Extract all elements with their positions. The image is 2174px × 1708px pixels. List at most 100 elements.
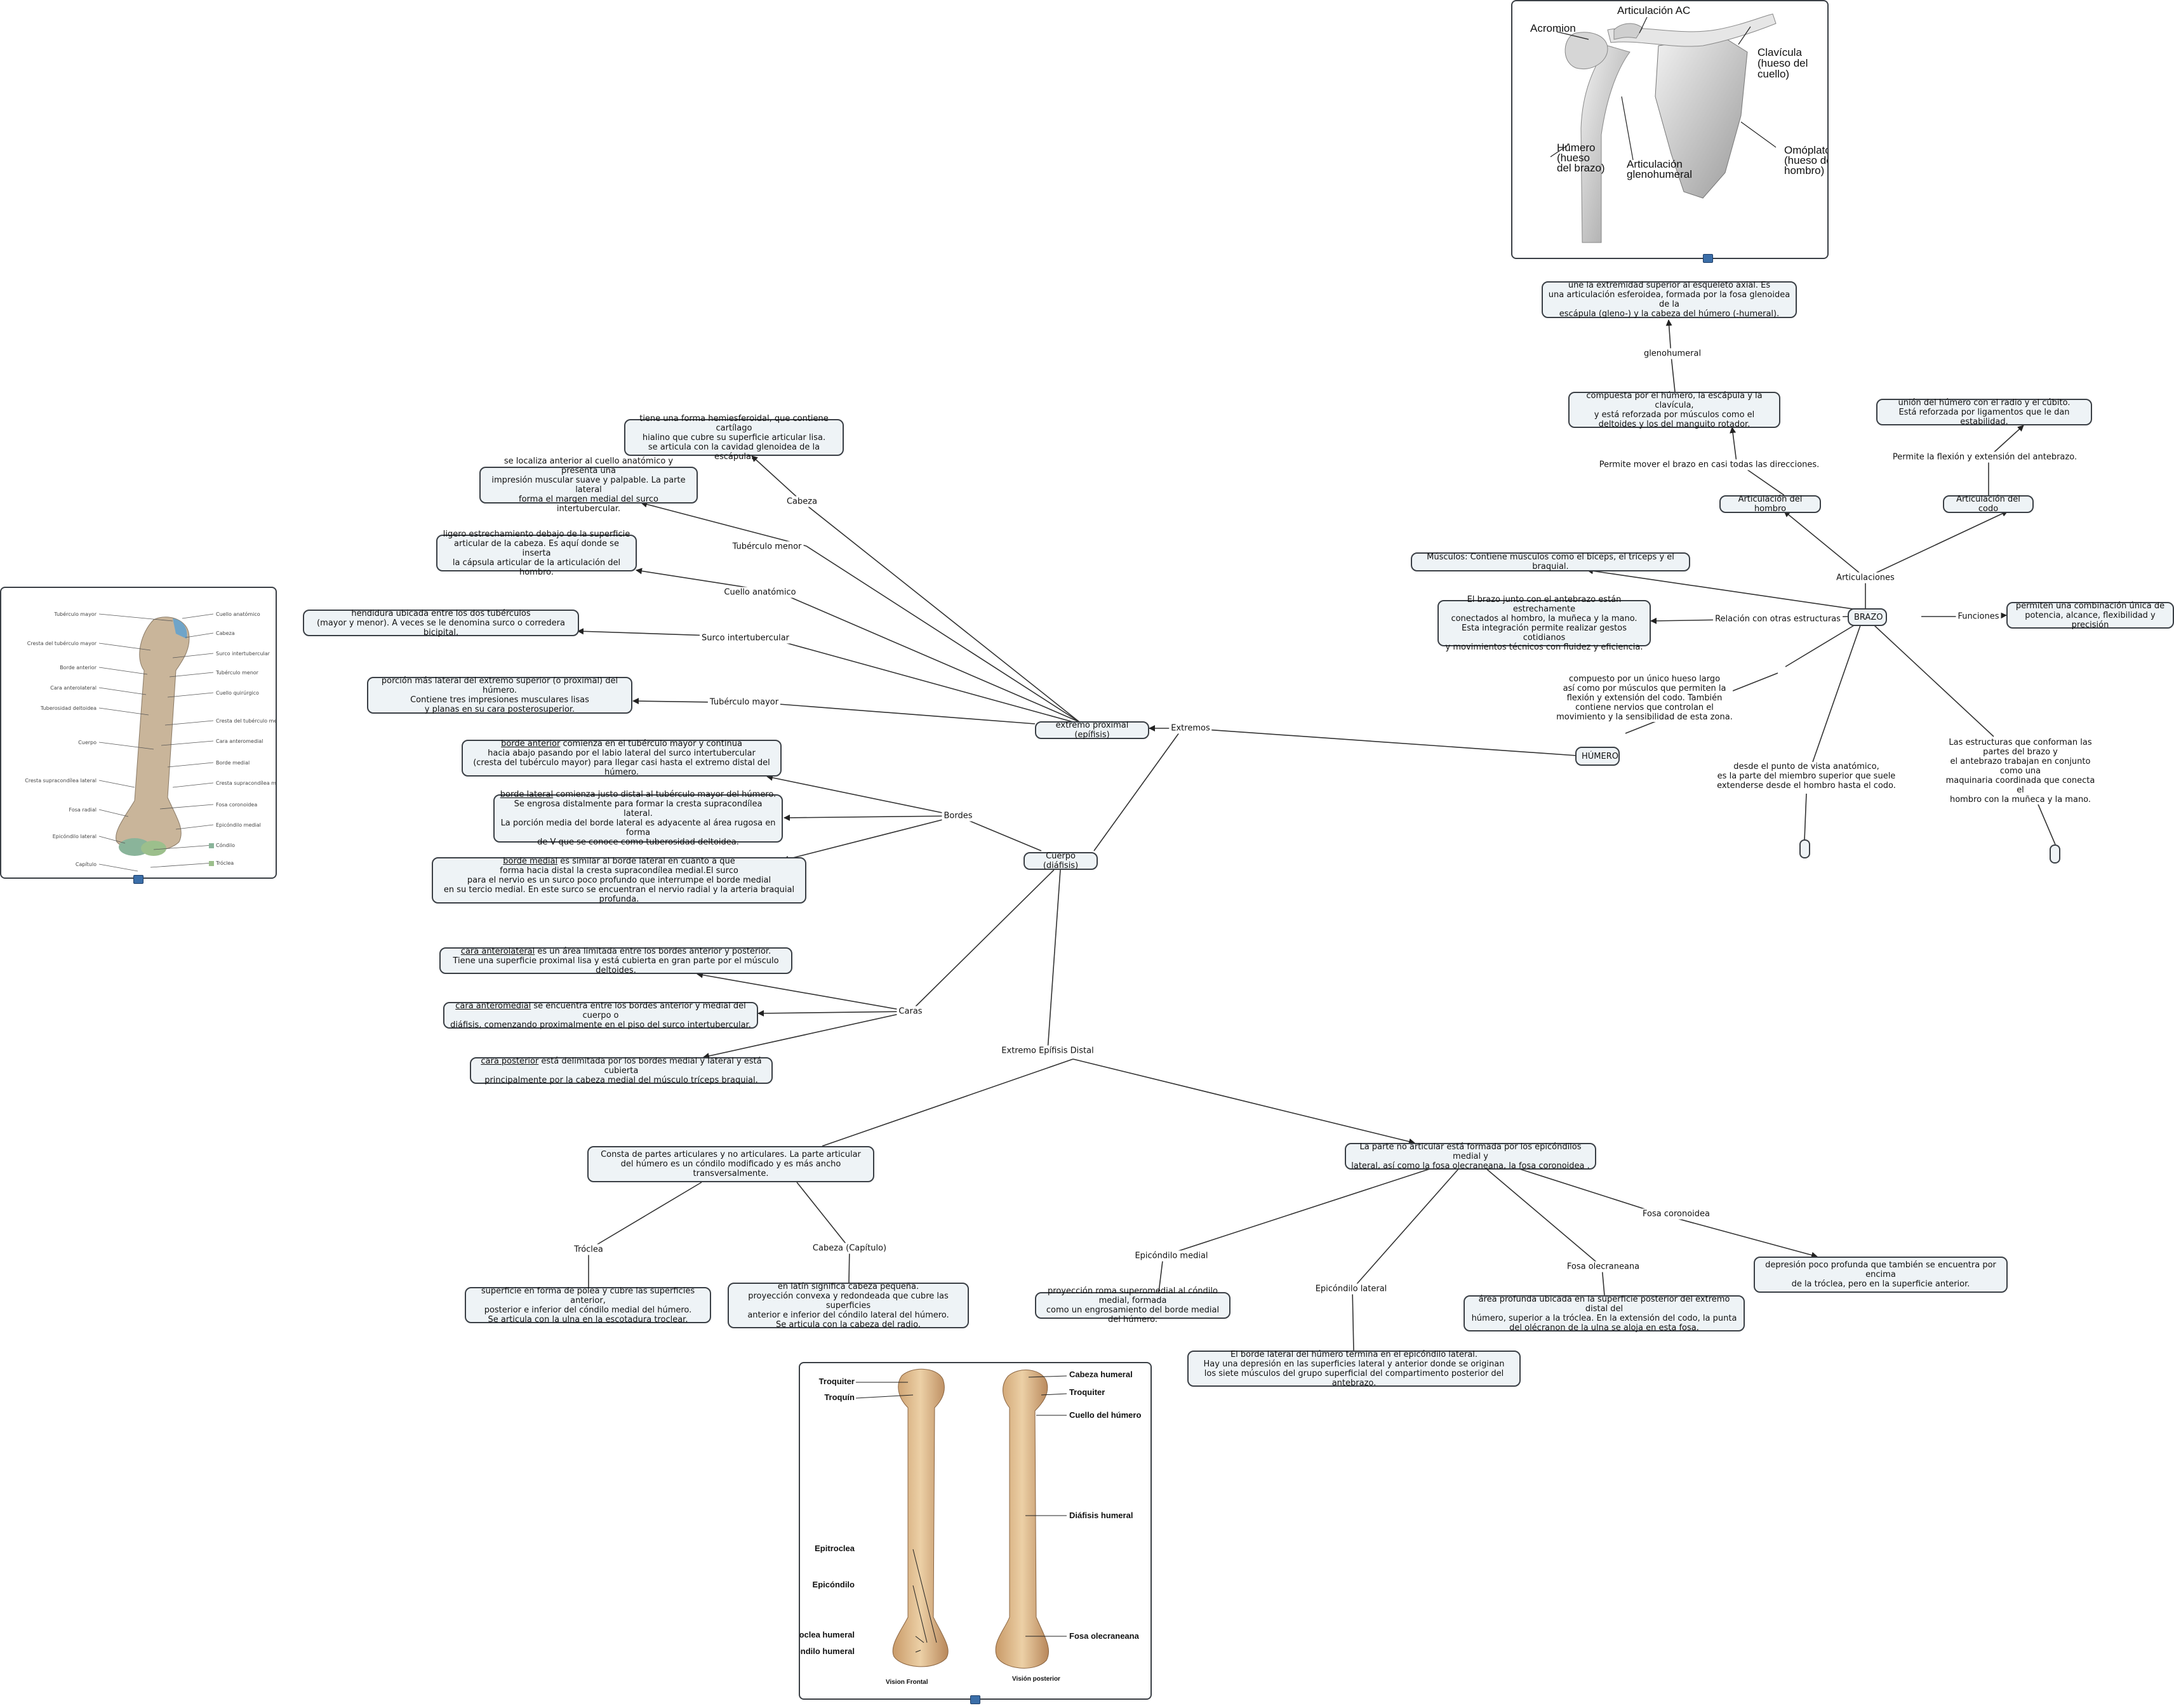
humerus-leader-left-2 bbox=[98, 667, 148, 675]
link-tuberculo-mayor: Tubérculo mayor bbox=[707, 697, 781, 708]
node-extremo-proximal[interactable]: extremo proximal (epífisis) bbox=[1035, 721, 1149, 740]
node-musculos[interactable]: Músculos: Contiene músculos como el bíce… bbox=[1411, 552, 1690, 571]
humerus-leader-right-1 bbox=[185, 632, 214, 638]
caption-front: Vision Frontal bbox=[886, 1679, 928, 1686]
link-fosa-olecraneana: Fosa olecraneana bbox=[1564, 1261, 1642, 1272]
link-epicondilo-medial: Epicóndilo medial bbox=[1133, 1250, 1210, 1262]
humerus-label-right-6: Cara anteromedial bbox=[216, 738, 263, 744]
node-cuerpo[interactable]: Cuerpo (diáfisis) bbox=[1024, 851, 1098, 871]
bone-label-right-3: Diáfisis humeral bbox=[1069, 1511, 1133, 1520]
node-glenohumeral-desc[interactable]: une la extremidad superior al esqueleto … bbox=[1542, 281, 1797, 319]
humerus-label-right-9: Fosa coronoidea bbox=[216, 802, 257, 808]
bone-label-right-0: Cabeza humeral bbox=[1069, 1370, 1133, 1379]
shoulder-label-acromion: Acromion bbox=[1530, 22, 1576, 34]
node-epicondilo-lateral-desc[interactable]: El borde lateral del húmero termina en e… bbox=[1187, 1350, 1521, 1388]
humerus-label-left-2: Borde anterior bbox=[60, 665, 97, 671]
node-codo-desc[interactable]: unión del húmero con el radio y el cúbit… bbox=[1876, 398, 2092, 427]
shoulder-label-glenohumeral: Articulación bbox=[1627, 158, 1683, 170]
bone-label-left-2: Epitroclea bbox=[815, 1544, 855, 1553]
humerus-leader-right-10 bbox=[175, 824, 214, 830]
humerus-leader-left-6 bbox=[98, 780, 135, 788]
humerus-leader-right-12 bbox=[150, 862, 214, 868]
humerus-views-image: TroquiterTroquínEpitrocleaEpicóndiloTroc… bbox=[789, 1362, 1152, 1700]
svg-text:(hueso: (hueso bbox=[1557, 152, 1590, 164]
humerus-leader-right-2 bbox=[172, 653, 214, 658]
node-hombro-desc[interactable]: compuesta por el húmero, la escápula y l… bbox=[1568, 391, 1780, 429]
humerus-label-right-12: Tróclea bbox=[215, 860, 234, 866]
humerus-leader-right-9 bbox=[159, 804, 214, 810]
svg-text:glenohumeral: glenohumeral bbox=[1627, 168, 1692, 180]
humerus-leader-left-3 bbox=[98, 687, 147, 695]
humerus-label-right-4: Cuello quirúrgico bbox=[216, 690, 259, 696]
node-humero[interactable]: HÚMERO bbox=[1575, 747, 1620, 766]
humerus-label-right-1: Cabeza bbox=[216, 630, 235, 636]
node-cara-posterior[interactable]: cara posterior está delimitada por los b… bbox=[470, 1057, 773, 1085]
node-epicondilo-medial-desc[interactable]: proyección roma superomedial al cóndilo … bbox=[1035, 1286, 1230, 1324]
humerus-label-left-9: Capítulo bbox=[76, 862, 97, 867]
link-tuberculo-menor: Tubérculo menor bbox=[730, 541, 804, 552]
node-cara-anterolateral[interactable]: cara anterolateral es un área limitada e… bbox=[439, 947, 792, 975]
empty-node-1[interactable] bbox=[1799, 839, 1810, 858]
node-relacion-desc[interactable]: El brazo junto con el antebrazo están es… bbox=[1437, 595, 1651, 652]
link-caras: Caras bbox=[897, 1006, 924, 1017]
humerus-label-left-1: Cresta del tubérculo mayor bbox=[27, 640, 97, 646]
humerus-leader-right-11 bbox=[153, 844, 214, 850]
node-cabeza-capitulo-desc[interactable]: en latín significa cabeza pequeña. proye… bbox=[728, 1282, 969, 1330]
node-borde-medial[interactable]: borde medial es similar al borde lateral… bbox=[432, 857, 806, 904]
humerus-label-right-7: Borde medial bbox=[216, 760, 250, 766]
node-funciones-desc[interactable]: permiten una combinación única de potenc… bbox=[2006, 601, 2174, 630]
svg-text:hombro): hombro) bbox=[1784, 164, 1824, 177]
node-brazo[interactable]: BRAZO bbox=[1848, 608, 1887, 626]
shoulder-label-ac-joint: Articulación AC bbox=[1617, 4, 1690, 17]
link-funciones: Funciones bbox=[1956, 611, 2001, 622]
node-borde-lateral[interactable]: borde lateral comienza justo distal al t… bbox=[493, 790, 783, 847]
humerus-leader-left-8 bbox=[98, 836, 126, 844]
humerus-leader-right-6 bbox=[161, 740, 214, 746]
humerus-label-right-11: Cóndilo bbox=[216, 842, 235, 848]
node-fosa-olecraneana-desc[interactable]: área profunda ubicada en la superficie p… bbox=[1464, 1295, 1745, 1333]
node-cara-anteromedial[interactable]: cara anteromedial se encuentra entre los… bbox=[443, 1001, 758, 1030]
node-surco-desc[interactable]: hendidura ubicada entre los dos tubércul… bbox=[303, 609, 579, 637]
humerus-label-right-5: Cresta del tubérculo menor bbox=[216, 717, 276, 724]
humerus-label-right-10: Epicóndilo medial bbox=[216, 822, 261, 828]
node-fosa-coronoidea-desc[interactable]: depresión poco profunda que también se e… bbox=[1754, 1257, 2008, 1293]
link-extremos: Extremos bbox=[1169, 723, 1212, 734]
svg-text:(hueso del: (hueso del bbox=[1757, 57, 1808, 69]
node-tub-menor-desc[interactable]: se localiza anterior al cuello anatómico… bbox=[479, 457, 698, 514]
humerus-leader-right-7 bbox=[167, 762, 214, 768]
humerus-label-right-2: Surco intertubercular bbox=[216, 651, 270, 657]
free-text-anatomico: desde el punto de vista anatómico, es la… bbox=[1717, 762, 1896, 791]
image-attachment-icon[interactable] bbox=[970, 1695, 980, 1704]
link-articulaciones: Articulaciones bbox=[1834, 572, 1897, 584]
node-art-hombro[interactable]: Articulación del hombro bbox=[1719, 495, 1821, 514]
bone-label-right-2: Cuello del húmero bbox=[1069, 1410, 1141, 1420]
node-distal-no-articular[interactable]: La parte no articular está formada por l… bbox=[1345, 1142, 1596, 1171]
shoulder-label-humerus: Húmero bbox=[1557, 142, 1595, 154]
humerus-label-right-8: Cresta supracondílea medial bbox=[216, 780, 276, 786]
image-attachment-icon[interactable] bbox=[133, 875, 143, 884]
node-borde-anterior[interactable]: borde anterior comienza en el tubérculo … bbox=[462, 739, 782, 777]
node-cabeza-desc[interactable]: tiene una forma hemiesferoidal, que cont… bbox=[624, 414, 844, 462]
node-troclea-desc[interactable]: superficie en forma de polea y cubre las… bbox=[465, 1286, 711, 1324]
shoulder-label-scapula: Omóplato bbox=[1784, 144, 1827, 156]
humerus-leader-left-4 bbox=[98, 707, 149, 716]
humerus-label-right-0: Cuello anatómico bbox=[216, 611, 260, 617]
bone-label-left-4: Troclea humeral bbox=[800, 1630, 855, 1639]
humerus-leader-left-7 bbox=[98, 809, 129, 817]
humerus-leader-right-0 bbox=[182, 613, 214, 619]
image-attachment-icon[interactable] bbox=[1703, 254, 1713, 263]
node-art-codo[interactable]: Articulación del codo bbox=[1943, 495, 2034, 514]
shoulder-label-clavicle: Clavícula bbox=[1757, 46, 1802, 58]
link-epicondilo-lateral: Epicóndilo lateral bbox=[1313, 1283, 1389, 1295]
link-permite-mover: Permite mover el brazo en casi todas las… bbox=[1597, 459, 1822, 470]
node-distal-articular[interactable]: Consta de partes articulares y no articu… bbox=[587, 1146, 874, 1182]
node-cuello-desc[interactable]: ligero estrechamiento debajo de la super… bbox=[436, 530, 637, 577]
node-tub-mayor-desc[interactable]: porción más lateral del extremo superior… bbox=[367, 676, 632, 714]
shoulder-illustration: Acromion Articulación AC Clavícula (hues… bbox=[1530, 4, 1834, 243]
empty-node-2[interactable] bbox=[2050, 844, 2060, 864]
link-troclea: Tróclea bbox=[572, 1244, 605, 1255]
free-text-humero: compuesto por un único hueso largo así c… bbox=[1556, 674, 1733, 722]
humerus-leader-right-5 bbox=[164, 720, 214, 726]
